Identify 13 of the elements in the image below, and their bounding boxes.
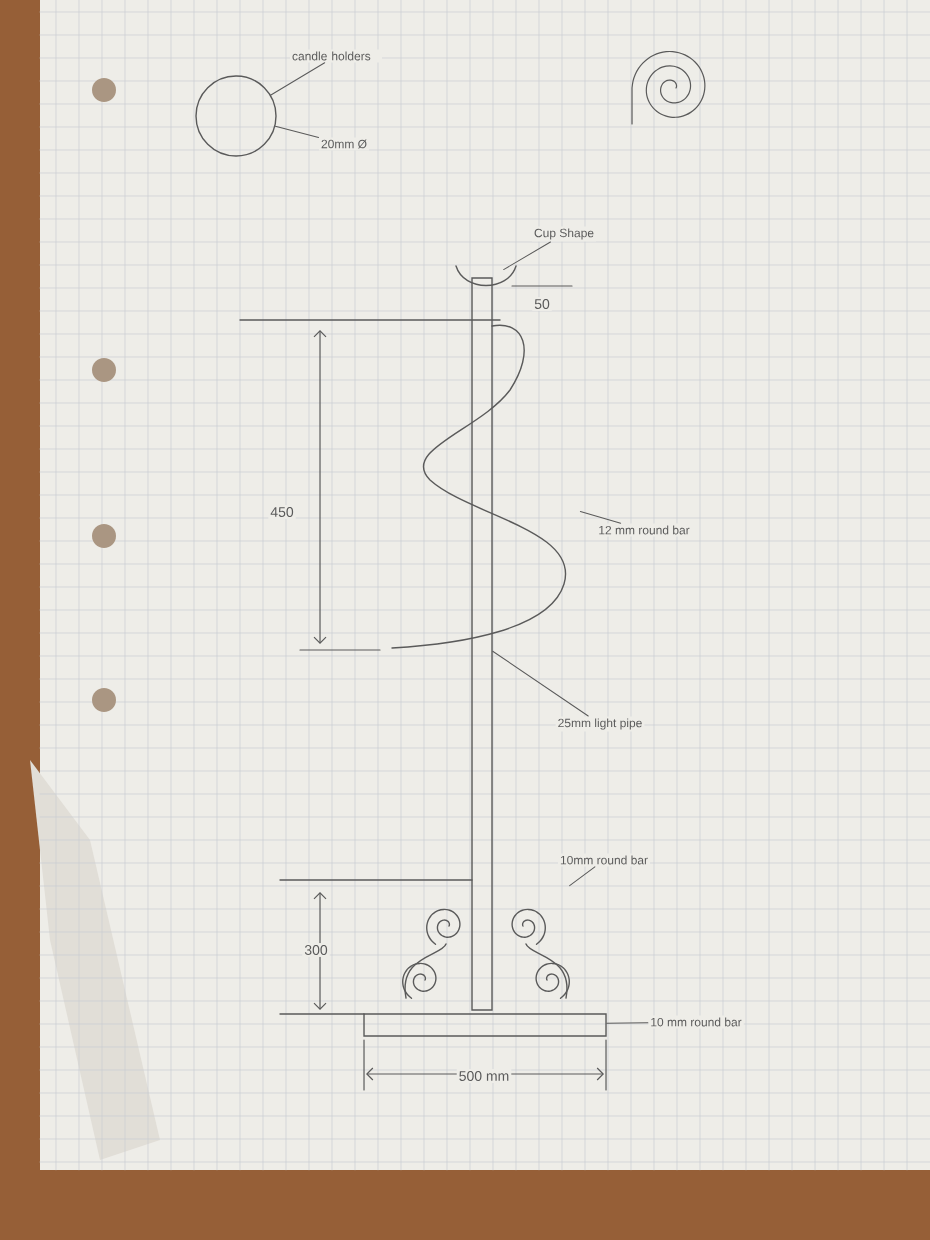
scroll-drawing <box>402 908 570 999</box>
s-curve-bar-drawing <box>391 324 567 649</box>
leader-line <box>503 241 551 271</box>
leader-line <box>274 125 320 138</box>
candle-holder-circle <box>195 75 277 157</box>
base-bar-drawing <box>363 1013 607 1037</box>
pipe-drawing <box>471 277 493 1011</box>
leader-line <box>492 650 589 717</box>
cup-drawing <box>455 265 517 287</box>
leader-line <box>579 510 622 524</box>
leader-line <box>606 1022 649 1024</box>
leader-line <box>569 866 596 887</box>
leader-line <box>270 62 326 96</box>
